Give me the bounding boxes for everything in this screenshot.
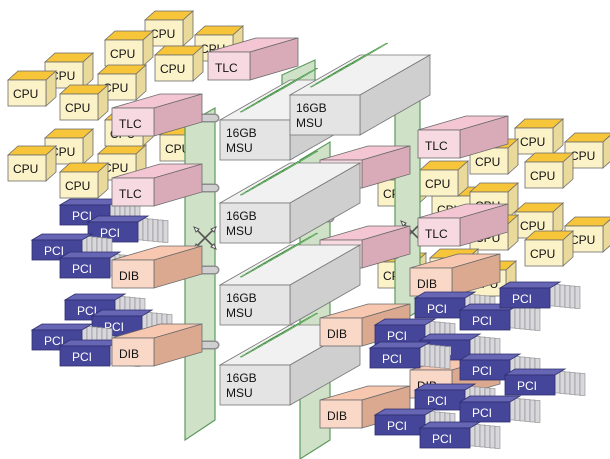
pci-label: PCI [472,406,492,420]
cpu-module: CPU [525,231,573,266]
pci-card: PCI [420,422,500,449]
tlc-label: TLC [425,227,448,241]
pci-label: PCI [382,352,402,366]
msu-label: MSU [226,224,253,238]
msu-capacity-label: 16GB [226,126,257,140]
tlc-label: TLC [119,187,142,201]
pci-card: PCI [500,282,580,309]
cpu-module: CPU [8,71,56,106]
pci-label: PCI [72,350,92,364]
pci-label: PCI [387,419,407,433]
dib-label: DIB [119,269,139,283]
msu-label: MSU [226,306,253,320]
cpu-label: CPU [110,47,135,61]
msu-capacity-label: 16GB [226,209,257,223]
pci-label: PCI [472,314,492,328]
pci-label: PCI [427,394,447,408]
dib-label: DIB [327,327,347,341]
pci-card: PCI [370,342,450,369]
msu-capacity-label: 16GB [226,291,257,305]
cpu-label: CPU [530,169,555,183]
tlc-label: TLC [215,61,238,75]
cpu-label: CPU [65,101,90,115]
cpu-label: CPU [475,155,500,169]
pci-label: PCI [72,209,92,223]
pci-card: PCI [460,396,540,423]
tlc-label: TLC [425,139,448,153]
cpu-module: CPU [60,163,108,198]
cpu-module: CPU [8,146,56,181]
pci-label: PCI [512,292,532,306]
pci-label: PCI [432,432,452,446]
pci-label: PCI [72,262,92,276]
cpu-module: CPU [155,46,203,81]
pci-label: PCI [517,379,537,393]
cpu-label: CPU [570,233,595,247]
pci-label: PCI [472,364,492,378]
msu-capacity-label: 16GB [226,371,257,385]
cpu-label: CPU [13,162,38,176]
cpu-label: CPU [520,135,545,149]
cpu-module: CPU [525,153,573,188]
msu-label: MSU [226,386,253,400]
cpu-label: CPU [65,179,90,193]
tlc-label: TLC [119,117,142,131]
dib-label: DIB [119,347,139,361]
cpu-label: CPU [425,177,450,191]
pci-label: PCI [44,244,64,258]
msu-capacity-label: 16GB [296,101,327,115]
cpu-label: CPU [160,62,185,76]
cpu-label: CPU [13,87,38,101]
cpu-module: CPU [420,161,468,196]
cpu-label: CPU [570,149,595,163]
msu-label: MSU [226,141,253,155]
msu-label: MSU [296,116,323,130]
cpu-module: CPU [105,31,153,66]
cpu-label: CPU [150,27,175,41]
pci-label: PCI [387,329,407,343]
dib-label: DIB [417,277,437,291]
cpu-module: CPU [515,119,563,154]
pci-card: PCI [505,369,585,396]
cpu-label: CPU [530,247,555,261]
dib-label: DIB [327,409,347,423]
cpu-module: CPU [60,85,108,120]
pci-label: PCI [427,302,447,316]
